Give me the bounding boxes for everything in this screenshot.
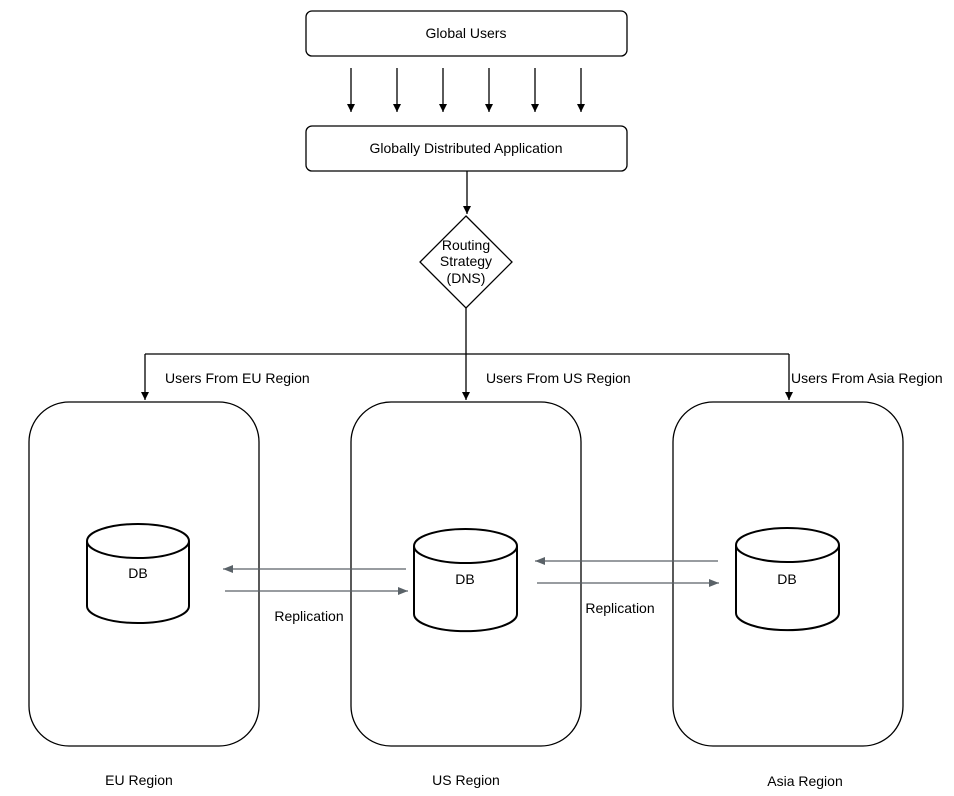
eu-route-label: Users From EU Region [165, 370, 310, 386]
routing-label-line1: Routing [442, 237, 490, 253]
eu-db-icon: DB [86, 523, 190, 624]
us-route-label: Users From US Region [486, 370, 631, 386]
routing-label-line2: Strategy [440, 253, 492, 269]
replication-us-asia [535, 557, 719, 587]
global-users-node: Global Users [305, 10, 628, 57]
routing-strategy-node: Routing Strategy (DNS) [419, 215, 513, 309]
eu-region-label: EU Region [105, 772, 173, 788]
asia-db-label: DB [777, 571, 796, 587]
asia-db-icon: DB [735, 527, 840, 632]
us-db-icon: DB [413, 528, 518, 633]
eu-db-label: DB [128, 565, 147, 581]
replication-eu-us [223, 565, 408, 595]
application-label: Globally Distributed Application [370, 140, 563, 156]
global-users-label: Global Users [426, 25, 507, 41]
asia-route-label: Users From Asia Region [791, 370, 943, 386]
asia-region-label: Asia Region [767, 773, 843, 789]
routing-connectors [141, 308, 793, 400]
application-node: Globally Distributed Application [305, 125, 628, 172]
us-db-label: DB [455, 571, 474, 587]
routing-label-line3: (DNS) [447, 270, 486, 286]
us-region-label: US Region [432, 772, 500, 788]
user-arrows [347, 68, 585, 112]
replication-eu-us-label: Replication [274, 608, 343, 624]
replication-us-asia-label: Replication [585, 600, 654, 616]
